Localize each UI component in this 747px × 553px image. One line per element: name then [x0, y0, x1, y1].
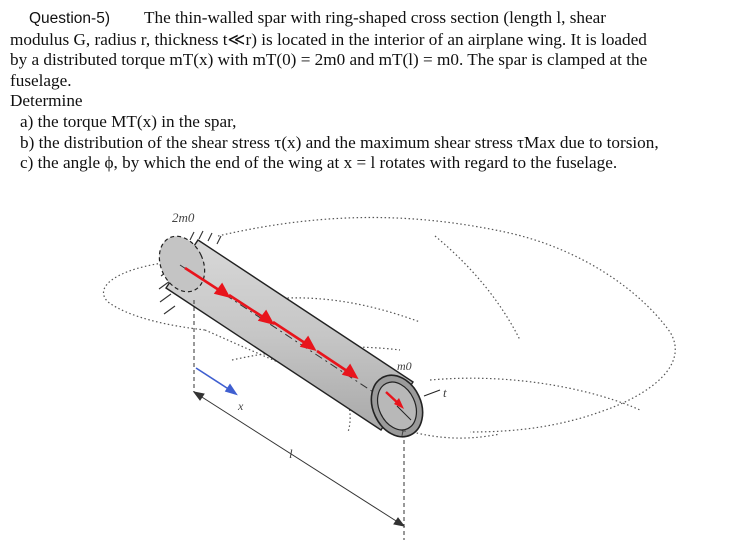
determine-label: Determine [10, 91, 83, 111]
problem-text: Question-5) The thin-walled spar with rin… [10, 8, 738, 174]
torque-right-label: m0 [397, 359, 412, 373]
problem-line-2: modulus G, radius r, thickness t≪r) is l… [10, 29, 647, 49]
task-b: b) the distribution of the shear stress … [20, 132, 659, 152]
torque-left-label: 2m0 [172, 210, 195, 225]
problem-line-3: by a distributed torque mT(x) with mT(0)… [10, 50, 648, 70]
dimension-lines [192, 300, 406, 540]
task-a: a) the torque MT(x) in the spar, [20, 111, 237, 131]
spar [158, 235, 414, 431]
problem-line-1: The thin-walled spar with ring-shaped cr… [143, 8, 607, 27]
radius-label: r [401, 425, 406, 439]
task-c: c) the angle ϕ, by which the end of the … [20, 153, 618, 173]
distributed-torque-arrows [184, 266, 359, 379]
question-label: Question-5) [29, 10, 110, 27]
x-coordinate-label: x [237, 399, 244, 413]
problem-line-4: fuselage. [10, 70, 72, 90]
first-line: Question-5) The thin-walled spar with rin… [10, 8, 738, 30]
end-cross-section [370, 374, 441, 438]
length-label: l [289, 446, 293, 461]
x-axis-arrow [195, 367, 238, 396]
thickness-label: t [443, 385, 447, 400]
